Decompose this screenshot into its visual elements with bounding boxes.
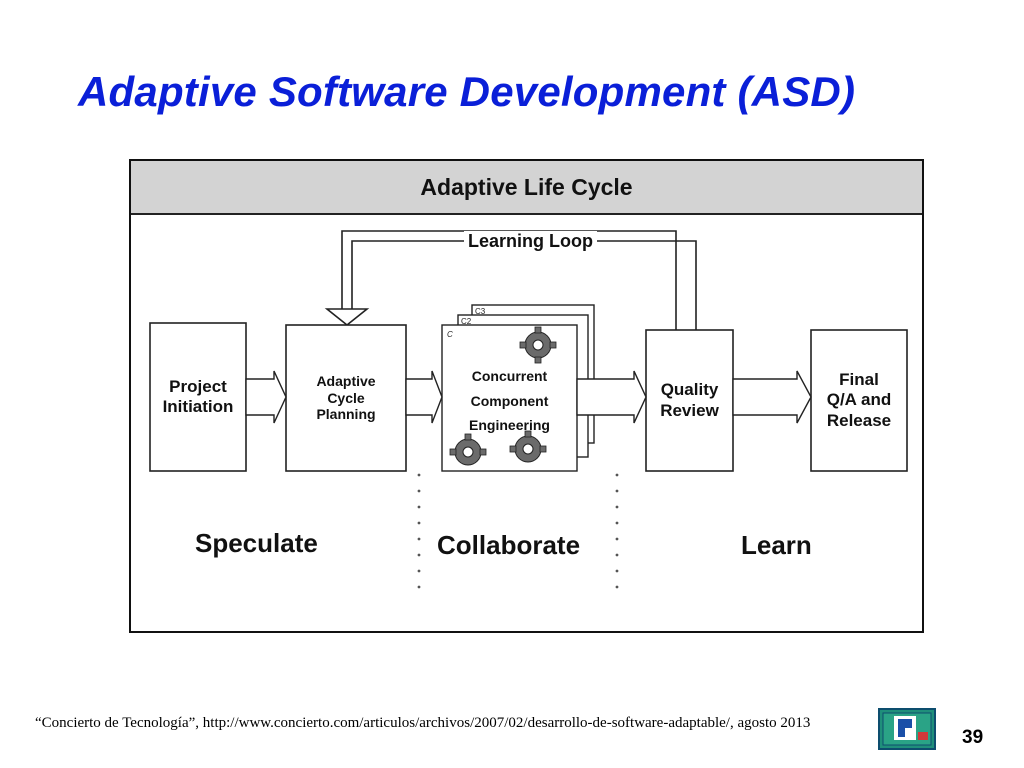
gear-icon [509,430,547,463]
phase-learn: Learn [741,530,812,560]
component-stack [441,304,595,472]
stack-label-c: C [447,330,453,339]
diagram-graphics: C3 C2 C [149,230,908,589]
learning-loop-label: Learning Loop [464,231,597,252]
gear-icon [519,326,557,364]
phase-divider [417,473,421,589]
slide-title: Adaptive Software Development (ASD) [78,68,856,115]
box-adaptive-cycle-planning [285,324,407,472]
box-project-initiation [149,322,247,472]
phase-divider [615,473,619,589]
stack-label-c2: C2 [461,317,472,326]
page-number: 39 [962,727,984,748]
phase-speculate: Speculate [195,528,318,558]
citation: “Concierto de Tecnología”, http://www.co… [35,715,811,731]
stack-label-c3: C3 [475,307,486,316]
logo [878,708,936,750]
phase-collaborate: Collaborate [437,530,581,560]
box-final-qa-release [810,329,908,472]
gear-icon [449,433,487,466]
adaptive-life-cycle-diagram: Adaptive Life Cycle C3 C2 C [129,159,924,633]
flow-arrow [245,370,812,424]
diagram-header: Adaptive Life Cycle [131,161,922,215]
